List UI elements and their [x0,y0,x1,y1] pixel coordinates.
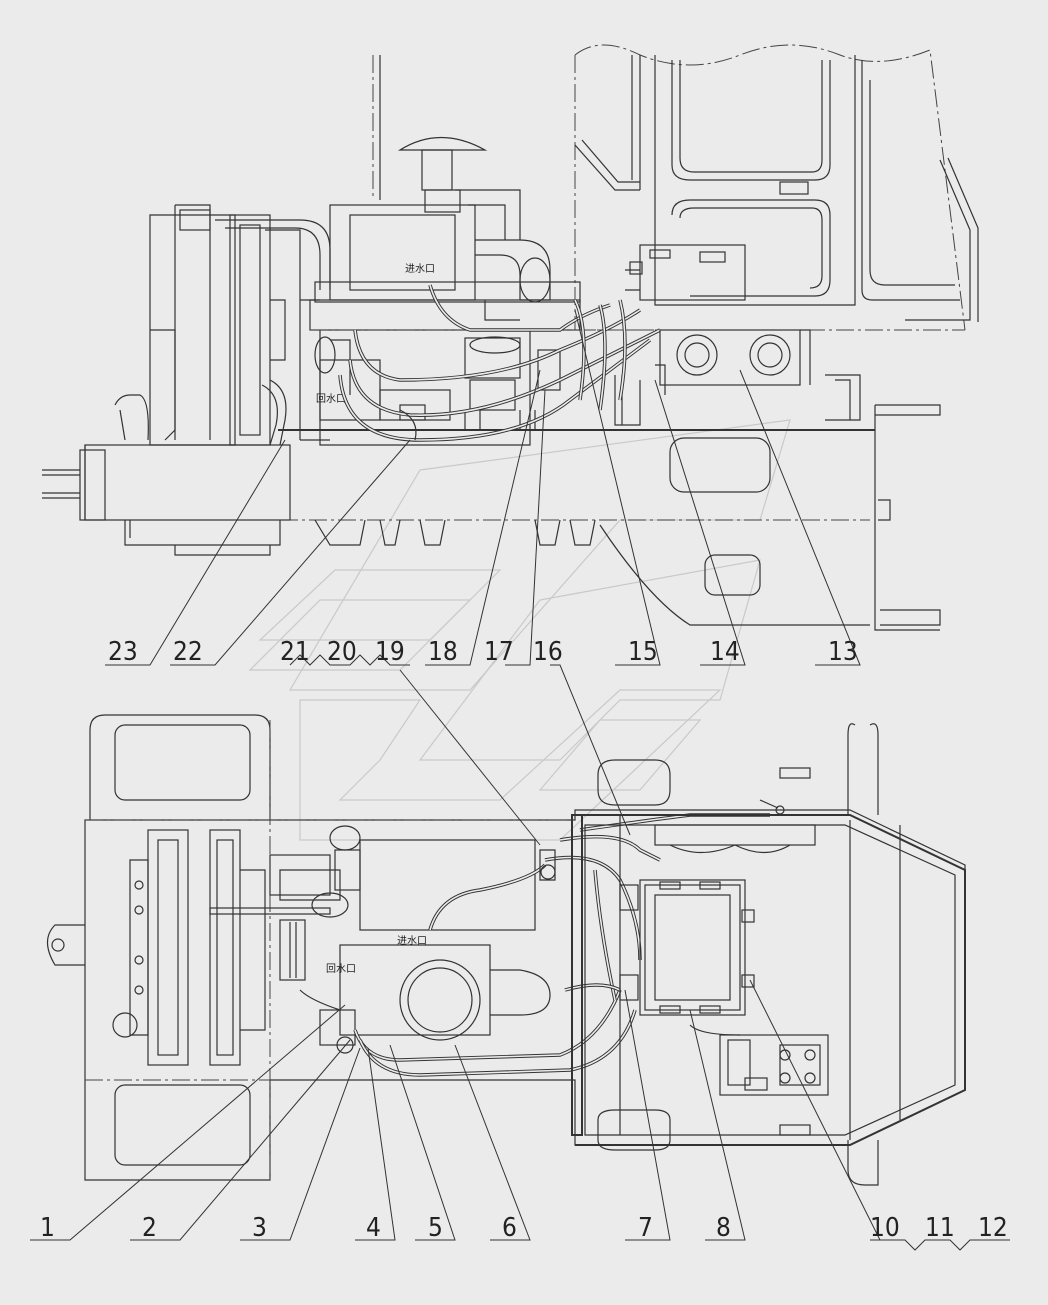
return-label-top: 回水口 [316,393,346,405]
callout-21: 21 [280,637,310,667]
callout-23: 23 [108,637,138,667]
callout-4: 4 [366,1213,381,1243]
return-label-bottom: 回水口 [326,963,356,975]
callouts-bottom: 1 2 3 4 5 6 7 8 10 11 12 [40,1213,1008,1243]
callout-11: 11 [925,1213,955,1243]
callout-10: 10 [870,1213,900,1243]
callout-2: 2 [142,1213,157,1243]
callout-7: 7 [638,1213,653,1243]
callout-17: 17 [484,637,514,667]
callout-20: 20 [327,637,357,667]
inlet-label-bottom: 进水口 [397,935,427,947]
callout-16: 16 [533,637,563,667]
callout-12: 12 [978,1213,1008,1243]
callout-22: 22 [173,637,203,667]
inlet-label-top: 进水口 [405,263,435,275]
side-view: 进水口 回水口 [42,44,979,631]
callout-14: 14 [710,637,740,667]
callout-15: 15 [628,637,658,667]
callout-13: 13 [828,637,858,667]
leader-lines [30,309,1010,1251]
callout-6: 6 [502,1213,517,1243]
plan-view: 进水口 回水口 [46,714,966,1186]
callout-18: 18 [428,637,458,667]
callout-5: 5 [428,1213,443,1243]
callouts-top: 23 22 21 20 19 18 17 16 15 14 13 [108,637,858,667]
callout-1: 1 [40,1213,55,1243]
callout-19: 19 [375,637,405,667]
callout-8: 8 [716,1213,731,1243]
watermark [248,419,791,841]
callout-3: 3 [252,1213,267,1243]
